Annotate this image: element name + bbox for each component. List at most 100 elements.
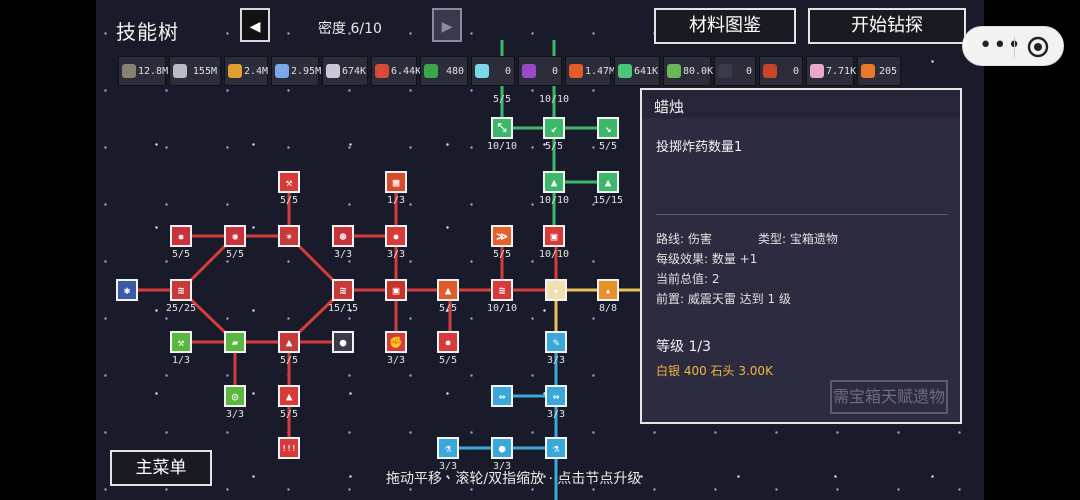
emerald-ore-icon [618,64,632,78]
red-chest-icon: ▣ [392,283,400,297]
skill-node[interactable]: ⇔ [491,385,513,407]
resource-slot: 0 [759,56,803,86]
skill-node[interactable]: ▰ [224,331,246,353]
skill-detail-panel: 蜡烛 投掷炸药数量1 路线: 伤害 类型: 宝箱遗物 每级效果: 数量 +1 当… [640,88,962,424]
resource-amount: 2.95M [291,65,322,77]
bell-icon: ✸ [444,335,452,349]
resource-slot: 2.4M [224,56,268,86]
skill-node[interactable]: ▲ [597,171,619,193]
skill-node-level: 5/5 [438,355,458,366]
next-density-button[interactable]: ▶ [432,8,462,42]
skill-node-level: 5/5 [225,249,245,260]
panel-current-total: 当前总值: 2 [656,272,720,286]
resource-slot: 205 [857,56,901,86]
resource-amount: 0 [551,65,558,77]
skill-node[interactable]: ◎ [224,385,246,407]
dash-icon: ≫ [496,229,508,243]
close-target-icon[interactable] [1027,36,1049,58]
skill-node[interactable]: ≋ [491,279,513,301]
hex-topleft-icon: ✺ [231,229,239,243]
blue-crystal-icon [275,64,289,78]
panel-divider [656,214,948,215]
skill-node[interactable]: ▲ [543,171,565,193]
skill-node[interactable]: ▲ [278,331,300,353]
start-drilling-button[interactable]: 开始钻探 [808,8,966,44]
resource-slot: 0 [518,56,562,86]
controls-hint: 拖动平移 · 滚轮/双指缩放 · 点击节点升级 [386,471,642,487]
chest-icon: ▣ [550,229,558,243]
hex-bottomleft-icon: ▰ [231,335,239,349]
skill-node[interactable]: ● [491,437,513,459]
skill-node[interactable]: ↘ [597,117,619,139]
skill-node[interactable]: ▣ [385,279,407,301]
upgrade-requirement-button[interactable]: 需宝箱天赋遗物 [830,380,948,414]
skill-node[interactable]: ≋ [332,279,354,301]
skill-node[interactable]: ▲ [278,385,300,407]
main-menu-button[interactable]: 主菜单 [110,450,212,486]
beam-icon: ⇔ [552,389,560,403]
arrow-right-green-icon: ↘ [604,121,612,135]
resource-amount: 1.47M [585,65,616,77]
skill-node[interactable]: !!! [278,437,300,459]
skill-node[interactable]: ⚗ [437,437,459,459]
skill-node[interactable]: ✸ [385,225,407,247]
skill-node[interactable]: ✱ [116,279,138,301]
skill-node[interactable]: ▲ [437,279,459,301]
skill-node[interactable]: ✸ [437,331,459,353]
green-pick-icon: ⚒ [177,335,185,349]
resource-slot: 641K [614,56,660,86]
mini-program-capsule[interactable]: ••• [962,26,1064,66]
resource-amount: 6.44K [391,65,422,77]
flask-icon: ⚗ [444,441,452,455]
resource-amount: 80.0K [683,65,714,77]
panel-level: 等级 1/3 [656,339,711,355]
panel-per-level: 每级效果: 数量 +1 [656,252,758,266]
material-catalog-button[interactable]: 材料图鉴 [654,8,796,44]
skill-node-level: 5/5 [279,195,299,206]
beam-icon: ⇔ [498,389,506,403]
spiral-icon: ≋ [339,283,347,297]
skill-node[interactable]: ⤡ [491,117,513,139]
skill-node[interactable]: ✎ [545,331,567,353]
purple-gem-icon [522,64,536,78]
resource-amount: 0 [745,65,752,77]
skill-node[interactable]: ▦ [385,171,407,193]
resource-amount: 12.8M [138,65,169,77]
skill-node[interactable]: ✹ [170,225,192,247]
prev-density-button[interactable]: ◀ [240,8,270,42]
skill-node[interactable]: ⇔ [545,385,567,407]
resource-amount: 155M [192,65,217,77]
skill-node[interactable]: ▴ [597,279,619,301]
green-gem-icon [424,64,438,78]
skill-node-level: 5/5 [171,249,191,260]
arrow-up-green-icon: ⤡ [497,121,507,134]
skill-node[interactable]: ▣ [543,225,565,247]
skill-node[interactable]: ⚗ [545,437,567,459]
panel-cost: 白银 400 石头 3.00K [656,364,773,378]
more-options-icon[interactable]: ••• [979,33,1022,58]
skill-node[interactable]: ⊛ [332,225,354,247]
rock-ore-icon [122,64,136,78]
skill-node[interactable]: ≋ [170,279,192,301]
skill-node[interactable]: ↙ [543,117,565,139]
fire-ore-icon [569,64,583,78]
skill-node[interactable]: ≫ [491,225,513,247]
skill-node[interactable]: ✊ [385,331,407,353]
skill-node[interactable]: ✺ [224,225,246,247]
skill-node[interactable]: ⚒ [170,331,192,353]
orange-block-icon: ▦ [392,175,400,189]
skill-node[interactable]: ✦ [545,279,567,301]
gray-ore-icon [173,64,187,78]
resource-slot: 7.71K [806,56,856,86]
panel-title: 蜡烛 [654,98,685,116]
far-left-icon: ✱ [123,283,131,297]
skill-node-level: 5/5 [492,249,512,260]
skill-node[interactable]: ● [332,331,354,353]
skill-node[interactable]: ⚒ [278,171,300,193]
mountain-icon: ▲ [550,175,558,189]
skill-node[interactable]: ✶ [278,225,300,247]
skill-node-level: 1/3 [386,195,406,206]
bomb-icon: ● [339,335,347,349]
